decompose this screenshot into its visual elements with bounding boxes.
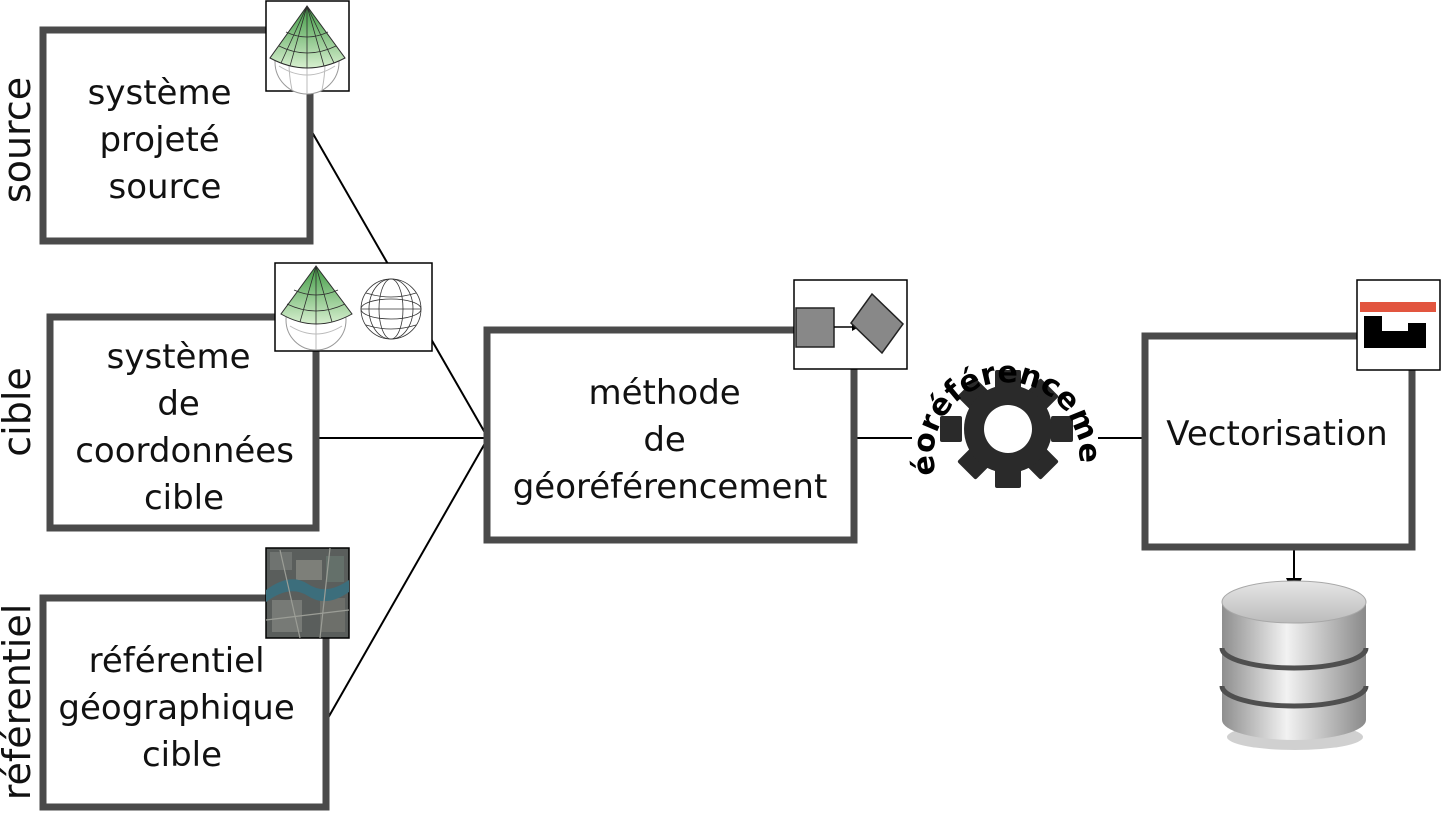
box-method: méthode de géoréférencement [483,326,858,544]
box-method-line: géoréférencement [513,467,828,507]
box-geo-reference-line: cible [142,735,222,775]
box-geo-reference-line: référentiel [89,641,265,681]
svg-text:système de coordon: système de coordonnées cible [75,337,305,518]
box-vectorisation-label: Vectorisation [1166,414,1387,454]
box-geo-reference-line: géographique [58,688,294,728]
box-target-system-line: coordonnées [75,431,294,471]
box-target-system: système de coordonnées cible [46,313,320,532]
conic-projection-and-globe-icon [274,262,433,352]
side-label-referentiel: référentiel [0,604,39,801]
box-vectorisation-line: Vectorisation [1166,414,1387,454]
side-label-cible: cible [0,367,39,457]
connector-reference-to-method [327,437,489,719]
box-source-system-line: projeté [99,120,219,160]
box-source-system: système projeté source [39,26,314,245]
aerial-photo-icon [265,547,350,639]
box-vectorisation: Vectorisation [1141,332,1416,551]
conic-projection-globe-icon [265,0,350,95]
svg-text:référentiel géographique: référentiel géographique cible [58,641,305,775]
side-label-source: source [0,77,39,203]
box-target-system-line: de [157,384,200,424]
box-method-line: méthode [588,373,740,413]
svg-text:système projeté so: système projeté source [88,73,243,207]
box-source-system-line: source [109,167,222,207]
box-target-system-line: système [107,337,251,377]
gear-icon [940,370,1073,488]
box-method-line: de [643,420,686,460]
box-target-system-line: cible [144,478,224,518]
transformation-icon [793,279,908,370]
svg-text:méthode de géoréfé: méthode de géoréférencement [513,373,828,507]
box-source-system-line: système [88,73,232,113]
map-feature-icon [1356,279,1441,371]
database-icon [1219,580,1369,750]
